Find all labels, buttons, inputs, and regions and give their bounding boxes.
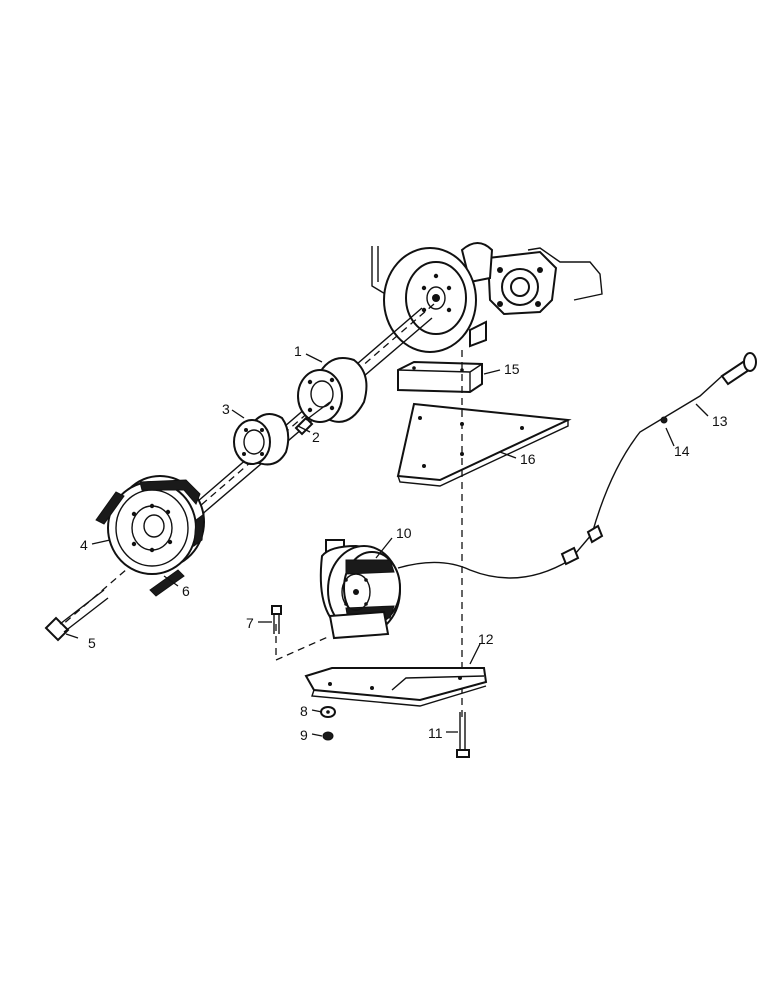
spacer-block (397, 360, 483, 394)
pump-mounting-bracket (304, 667, 488, 707)
pulley-bolt (44, 589, 109, 642)
callout-12: 12 (478, 631, 494, 647)
callout-15: 15 (504, 361, 520, 377)
callout-11: 11 (428, 725, 443, 741)
callout-7: 7 (246, 615, 254, 631)
callout-4: 4 (80, 537, 88, 553)
callout-16: 16 (520, 451, 536, 467)
callout-5: 5 (88, 635, 96, 651)
coupling-hub (297, 357, 368, 423)
washer (320, 706, 336, 718)
callout-13: 13 (712, 413, 728, 429)
callout-9: 9 (300, 727, 308, 743)
v-belts (95, 479, 205, 597)
water-pump (319, 539, 401, 640)
pump-bolt (271, 605, 282, 634)
clutch-wire-harness (397, 352, 757, 579)
callout-labels: 1 2 3 4 5 6 7 8 9 10 11 12 13 14 15 16 (80, 343, 728, 743)
callout-6: 6 (182, 583, 190, 599)
callout-8: 8 (300, 703, 308, 719)
lock-nut (322, 731, 334, 741)
bracket-bolt (456, 712, 470, 758)
leader-lines (65, 353, 709, 737)
callout-3: 3 (222, 401, 230, 417)
callout-10: 10 (396, 525, 412, 541)
alignment-line-bolt7 (275, 624, 331, 662)
coupling-bolt (294, 401, 331, 436)
callout-14: 14 (674, 443, 690, 459)
spacer-ring (233, 413, 290, 466)
engine-flywheel (383, 247, 477, 353)
callout-2: 2 (312, 429, 320, 445)
callout-1: 1 (294, 343, 302, 359)
engine-housing (371, 242, 603, 348)
mounting-plate-triangular (396, 402, 572, 487)
